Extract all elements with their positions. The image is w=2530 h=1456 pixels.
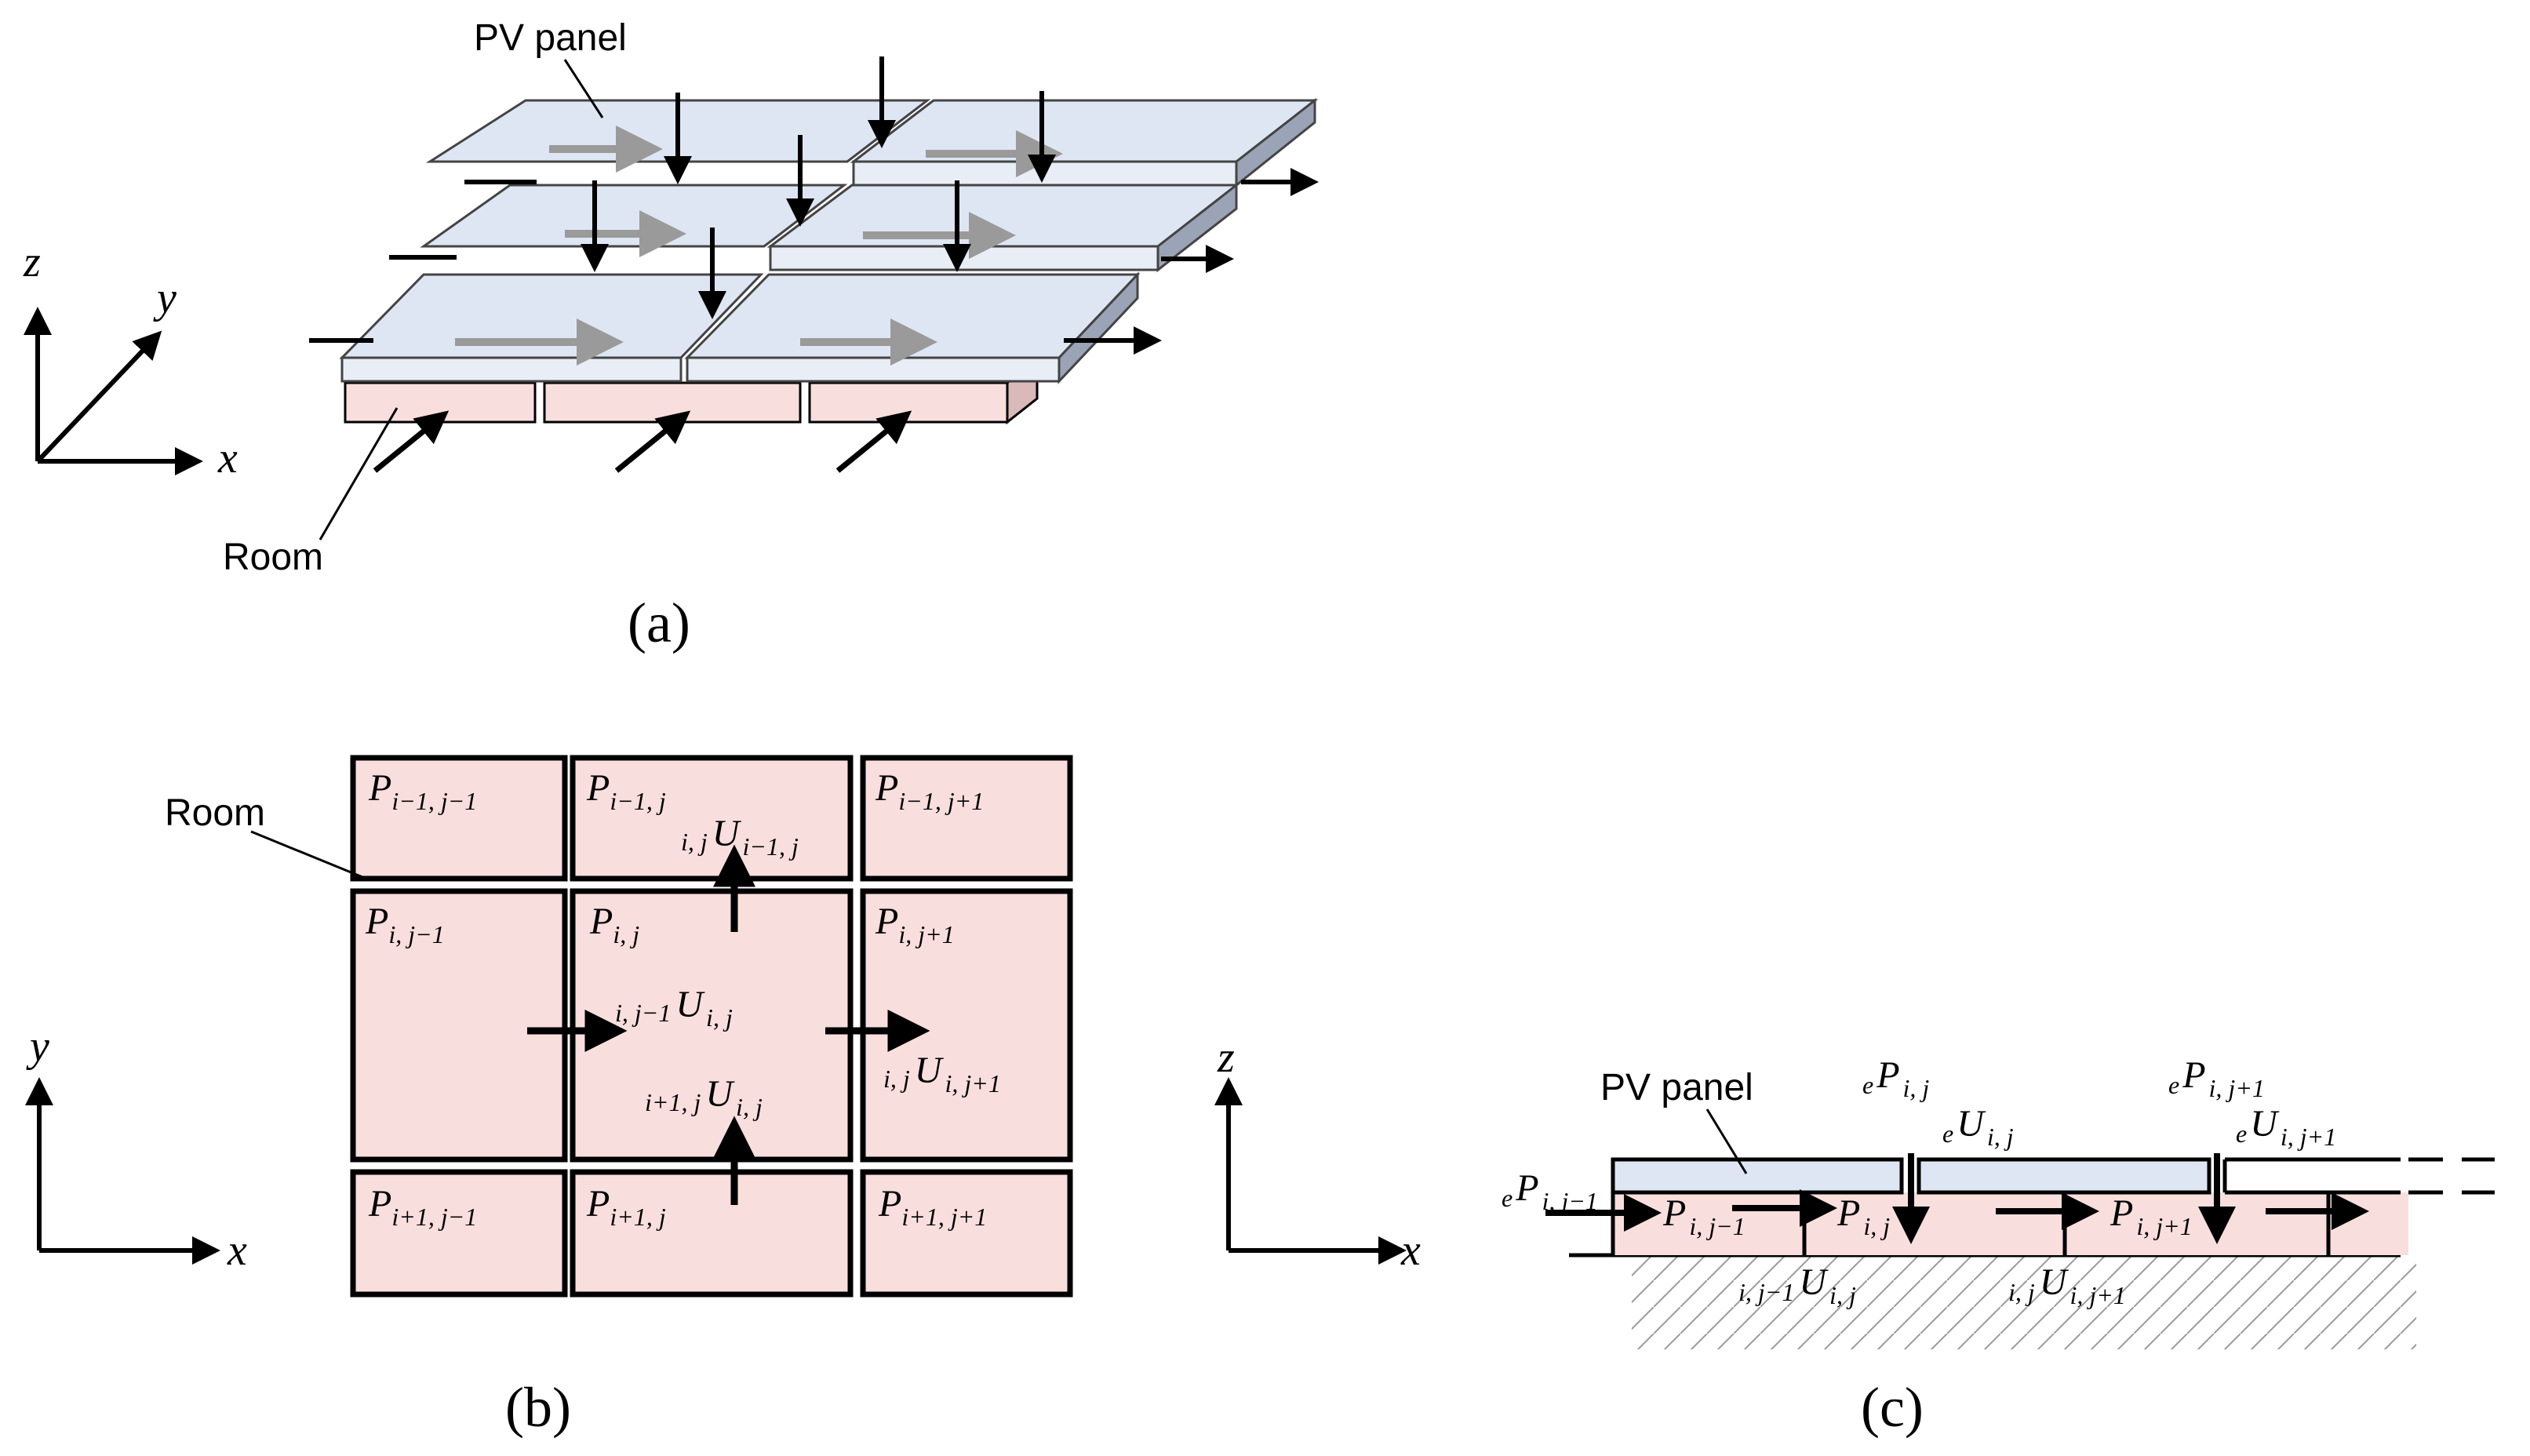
- cell-r1c0: [350, 888, 568, 1163]
- room-inflow-arrows: [373, 410, 912, 473]
- flow-arrows-vertical: [581, 56, 1056, 319]
- pv-panel-leader-c: [1705, 1108, 1748, 1174]
- pv-panel-label-c: PV panel: [1600, 1067, 1753, 1108]
- pv-panels-back: [425, 97, 1319, 188]
- panel-c: z x: [1214, 1033, 2495, 1439]
- room-grid: [350, 755, 1073, 1298]
- cell-r2c0: [350, 1169, 568, 1298]
- cell-r0c1: [570, 755, 854, 882]
- flow-arrows-b: [527, 844, 930, 1205]
- cell-pressure: Pi, j−1: [365, 901, 445, 948]
- caption-a: (a): [628, 592, 690, 654]
- cell-r2c1: [570, 1169, 854, 1298]
- cell-pressure: Pi, j+1: [875, 901, 955, 948]
- pv-section: [1611, 1157, 2495, 1195]
- caption-b: (b): [505, 1376, 571, 1439]
- pv-panels-front: [339, 271, 1141, 384]
- pv-panel-label: PV panel: [474, 17, 627, 59]
- cell-pressure: Pi, j: [589, 901, 639, 948]
- axis-label-z-c: z: [1217, 1033, 1235, 1082]
- axis-label-x: x: [217, 434, 238, 482]
- room-label-b: Room: [165, 792, 265, 834]
- axis-pair-b: [25, 1077, 220, 1265]
- axis-label-y: y: [153, 274, 177, 322]
- caption-c: (c): [1861, 1376, 1924, 1439]
- room-leader: [319, 407, 399, 541]
- cell-pressure: Pi−1, j+1: [875, 767, 984, 815]
- panel-b: y x Pi−1, j−1 Pi−1, j Pi−1, j+1 Pi, j−1 …: [25, 755, 1073, 1439]
- room-leader-b: [250, 830, 363, 879]
- flow-arrows-c: [1545, 1153, 2369, 1244]
- room-label: Room: [223, 537, 323, 578]
- axis-label-y-b: y: [26, 1022, 49, 1071]
- axis-triad-a: [24, 307, 203, 475]
- cell-r2c2: [860, 1169, 1073, 1298]
- pv-panels-middle: [420, 182, 1240, 273]
- panel-a: z y x: [23, 17, 1319, 654]
- pv-panel-leader: [563, 59, 604, 118]
- ground-hatch: [1632, 1255, 2416, 1349]
- cell-r1c2: [860, 888, 1073, 1163]
- cell-pressure: Pi+1, j+1: [878, 1183, 987, 1231]
- inner-flow-arrows: [455, 126, 1063, 366]
- cell-pressure: Pi+1, j−1: [368, 1183, 477, 1231]
- cell-r0c0: [350, 755, 568, 882]
- cell-pressure: Pi−1, j: [586, 767, 666, 815]
- cell-pressure: Pi−1, j−1: [368, 767, 477, 815]
- room-section: [1613, 1192, 2408, 1255]
- axis-label-x-b: x: [227, 1226, 247, 1275]
- axis-label-z: z: [23, 238, 41, 286]
- cell-pressure: Pi+1, j: [586, 1183, 666, 1231]
- axis-pair-c: [1214, 1077, 1407, 1265]
- axis-label-x-c: x: [1400, 1226, 1421, 1275]
- cell-r0c2: [860, 755, 1073, 882]
- flow-arrows-horizontal: [309, 168, 1319, 355]
